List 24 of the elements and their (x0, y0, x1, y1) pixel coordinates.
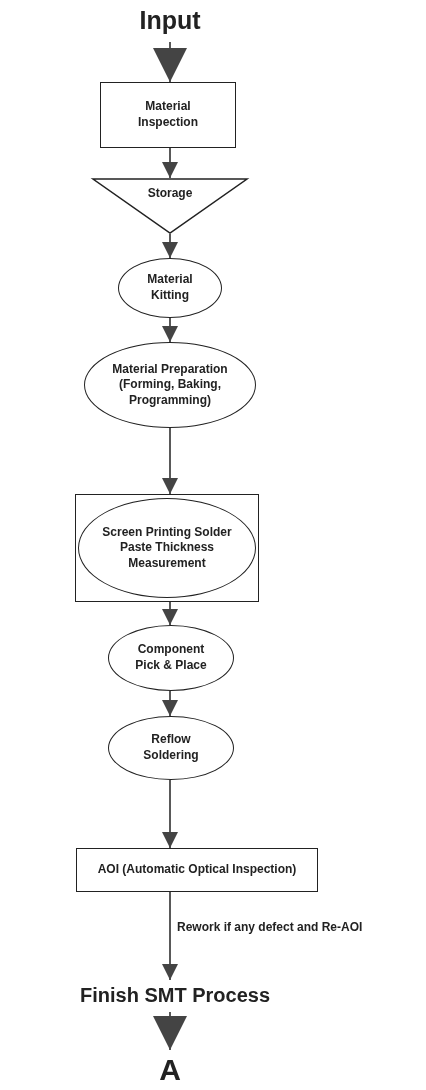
arrow (153, 41, 187, 83)
process-box (100, 82, 236, 148)
node-text: Material Inspection (137, 99, 199, 131)
arrow (162, 317, 178, 343)
arrow (162, 601, 178, 626)
node-text: Material Kitting (146, 272, 194, 304)
arrow (153, 1011, 187, 1051)
node-text: Material Preparation (Forming, Baking, Programming) (111, 361, 229, 409)
arrow (162, 147, 178, 179)
arrow (162, 891, 178, 981)
arrow (162, 233, 178, 259)
edge-label: Rework if any defect and Re-AOI (175, 920, 365, 934)
node-text: Finish SMT Process (79, 983, 271, 1008)
node-text: A (159, 1051, 181, 1088)
arrow (162, 779, 178, 849)
node-text: Storage (147, 186, 193, 202)
arrow (162, 427, 178, 495)
node-text: AOI (Automatic Optical Inspection) (97, 862, 297, 878)
node-text: Reflow Soldering (142, 732, 200, 764)
node-text: Component Pick & Place (134, 642, 208, 674)
process-box (76, 848, 318, 892)
node-text: Input (139, 4, 201, 36)
arrow (162, 690, 178, 717)
node-text: Screen Printing Solder Paste Thickness Measurement (101, 524, 233, 572)
